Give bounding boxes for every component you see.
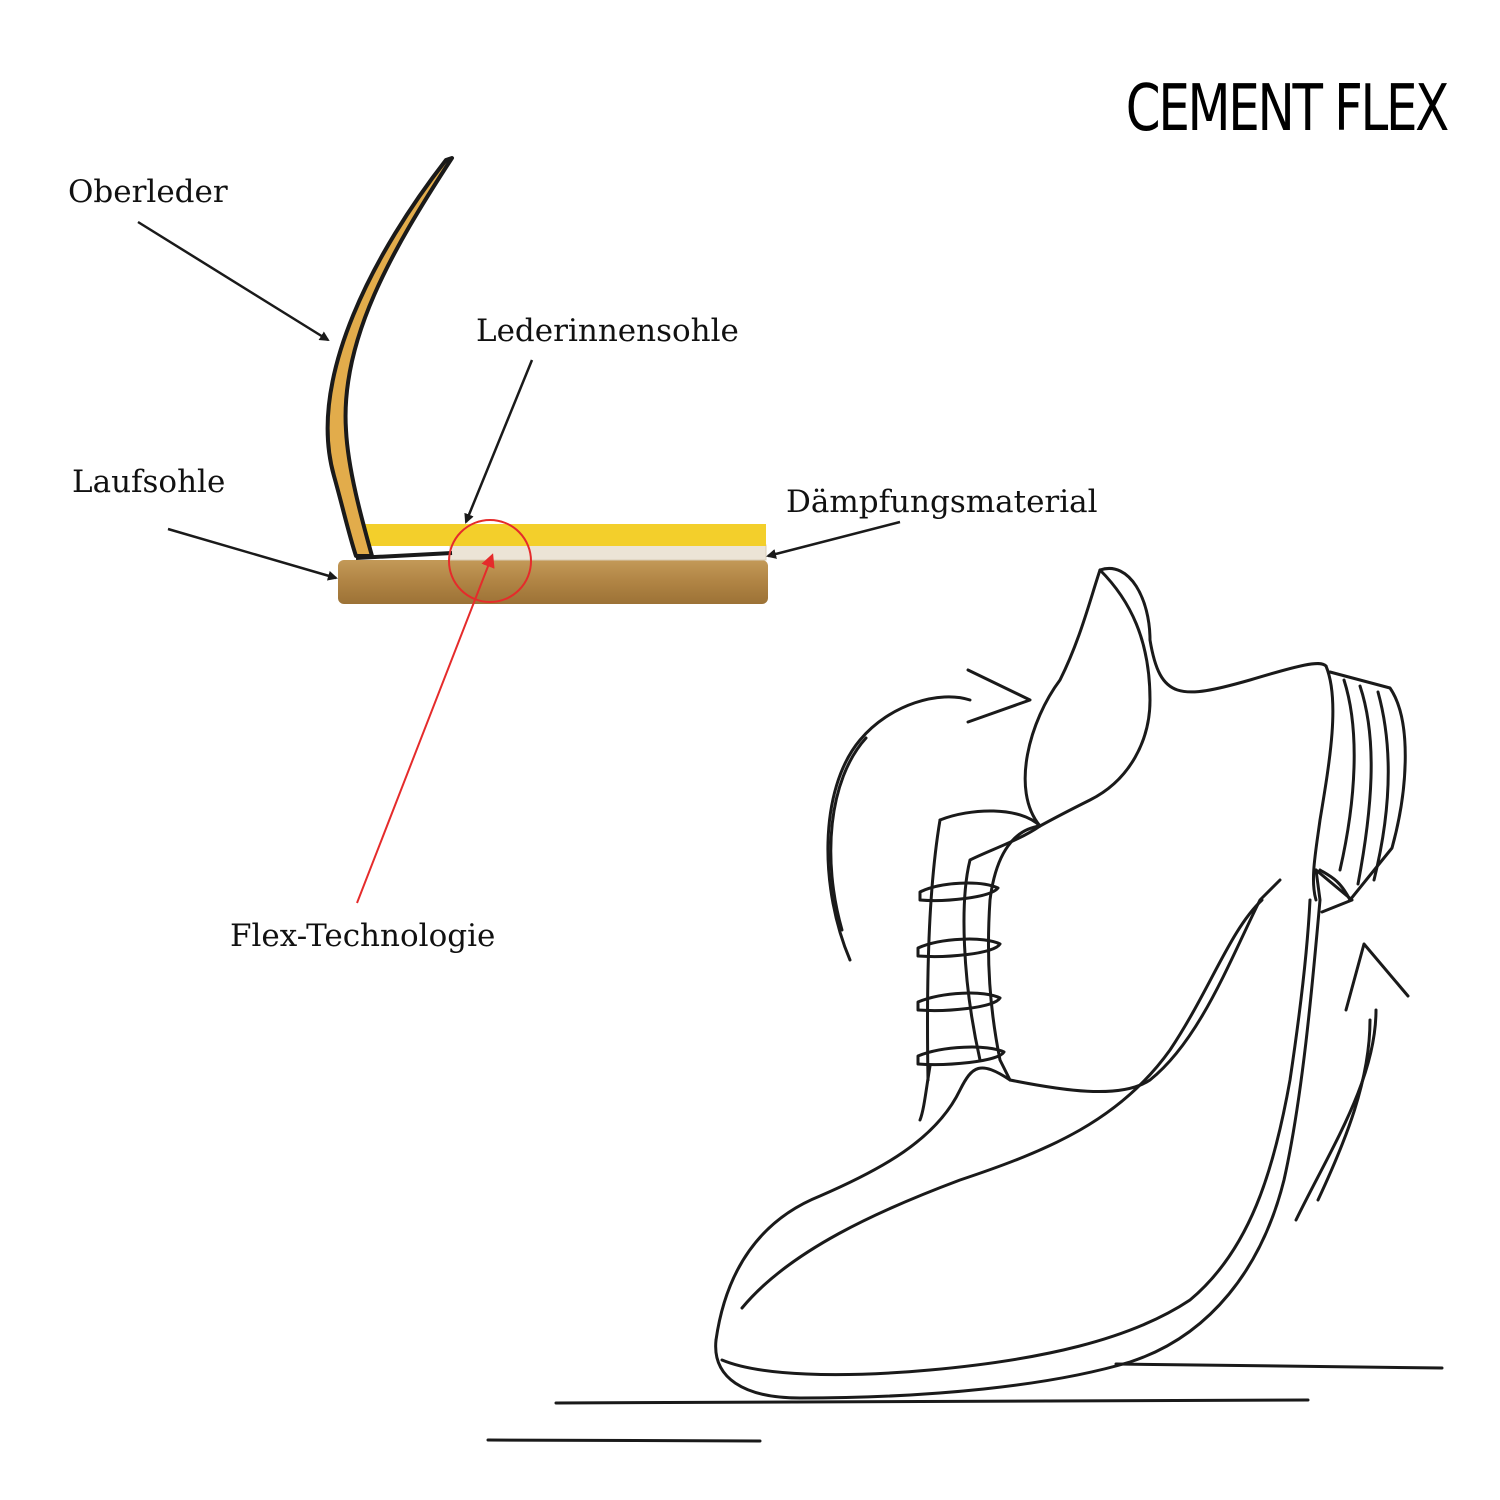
shoe-lace-end: [918, 1064, 932, 1122]
shoe-heel-line-3: [1372, 690, 1390, 882]
insole-layer: [355, 524, 766, 546]
shoe-opening: [1038, 568, 1152, 828]
ground-line-3: [1114, 1362, 1444, 1370]
label-upper-leather: Oberleder: [68, 174, 228, 210]
leader-insole: [464, 359, 534, 524]
page-title: CEMENT FLEX: [1125, 72, 1450, 146]
label-insole: Lederinnensohle: [476, 313, 739, 349]
lasting-edge: [355, 551, 453, 560]
shoe-heel-line-1: [1338, 678, 1356, 872]
upper-leather: [325, 156, 454, 558]
shoe-lace-2: [916, 937, 1002, 958]
leader-flex: [356, 553, 495, 904]
shoe-heel-base: [1314, 868, 1354, 914]
shoe-heel-line-2: [1356, 684, 1373, 886]
shoe-heel-block: [1318, 670, 1407, 902]
shoe-collar: [986, 566, 1328, 1082]
label-flex-technology: Flex-Technologie: [230, 918, 496, 954]
shoe-lace-1: [918, 881, 1000, 902]
motion-arrow-top: [826, 668, 1032, 962]
ground-line-1: [554, 1398, 1310, 1405]
leader-upper-leather: [137, 220, 330, 342]
shoe-midsole: [720, 898, 1312, 1377]
motion-arrow-top-inner: [829, 736, 868, 932]
shoe-tongue: [938, 809, 1042, 1062]
shoe-heel-back: [1311, 664, 1335, 902]
shoe-tongue-edge: [926, 818, 942, 1082]
cushioning-layer: [449, 544, 767, 561]
shoe-upper: [714, 878, 1282, 1342]
shoe-outsole: [714, 868, 1322, 1400]
shoe-lace-3: [916, 991, 1002, 1012]
label-outsole: Laufsohle: [72, 464, 226, 500]
motion-arrow-bottom-inner: [1316, 1018, 1372, 1202]
shoe-vamp: [740, 898, 1264, 1310]
label-cushioning: Dämpfungsmaterial: [786, 484, 1098, 520]
leader-cushioning: [766, 520, 901, 559]
ground-line-2: [486, 1438, 762, 1443]
outsole-layer: [338, 560, 768, 604]
shoe-lace-4: [916, 1045, 1006, 1066]
flex-circle: [448, 519, 532, 603]
motion-arrow-bottom: [1294, 942, 1410, 1222]
sole-cross-section: [325, 156, 768, 604]
leader-outsole: [167, 527, 338, 581]
bending-shoe-illustration: [486, 566, 1444, 1443]
